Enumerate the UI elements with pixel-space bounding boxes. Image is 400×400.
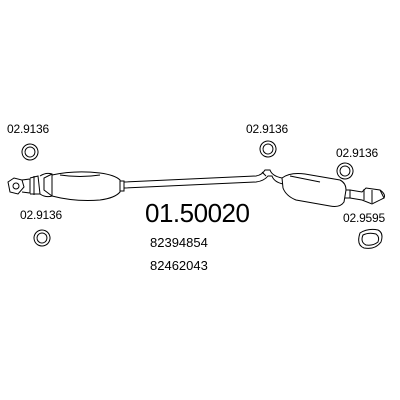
gasket-bottom-right-icon — [358, 228, 383, 249]
label-gasket-top-left: 02.9136 — [7, 122, 49, 136]
reference-number-2: 82462043 — [150, 258, 208, 273]
gasket-top-right-icon — [336, 162, 354, 180]
gasket-top-center-icon — [259, 140, 277, 158]
reference-number-1: 82394854 — [150, 235, 208, 250]
rear-silencer — [281, 173, 351, 207]
gasket-top-left-icon — [21, 143, 39, 161]
front-silencer — [51, 171, 125, 201]
inlet-flange-left — [7, 172, 53, 198]
middle-pipe — [123, 169, 284, 189]
label-gasket-top-right: 02.9136 — [336, 146, 378, 160]
label-gasket-bottom-left: 02.9136 — [20, 208, 62, 222]
gasket-bottom-left-icon — [33, 229, 51, 247]
main-part-number: 01.50020 — [145, 198, 250, 228]
label-gasket-bottom-right: 02.9595 — [343, 211, 385, 225]
label-gasket-top-center: 02.9136 — [246, 122, 288, 136]
tail-pipe — [349, 187, 385, 205]
